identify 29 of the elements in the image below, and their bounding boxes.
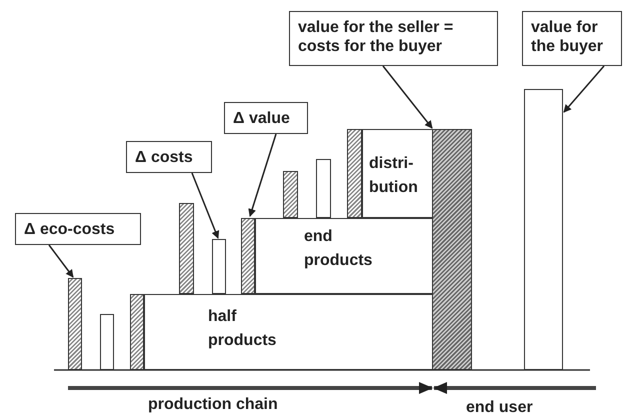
hatched-bar	[130, 294, 144, 370]
leader-line	[563, 66, 605, 113]
stage-label: end products	[304, 227, 374, 271]
hatched-bar	[241, 218, 255, 294]
leader-line	[191, 172, 220, 239]
stage-label: distri- bution	[369, 154, 419, 198]
callout-box: value for the buyer	[522, 11, 622, 66]
callout-box: Δ value	[224, 102, 308, 134]
stage-box	[255, 218, 433, 294]
bar	[316, 159, 331, 218]
stage-label: half products	[208, 307, 278, 351]
axis-label: production chain	[148, 395, 278, 413]
callout-box: Δ eco-costs	[15, 213, 141, 245]
stage-box	[362, 129, 433, 218]
leader-line	[382, 66, 433, 129]
hatched-bar	[347, 129, 362, 218]
axis-label: end user	[466, 398, 533, 413]
hatched-bar	[432, 129, 472, 370]
leader-line	[248, 134, 277, 217]
stage-box	[144, 294, 433, 370]
bar	[524, 89, 563, 370]
callout-box: Δ costs	[126, 141, 212, 173]
callout-box: value for the seller = costs for the buyer	[289, 11, 498, 66]
leader-line	[48, 244, 74, 278]
hatched-bar	[179, 203, 194, 294]
hatched-bar	[68, 278, 82, 370]
bar	[212, 239, 226, 294]
bar	[100, 314, 114, 370]
hatched-bar	[283, 171, 298, 218]
